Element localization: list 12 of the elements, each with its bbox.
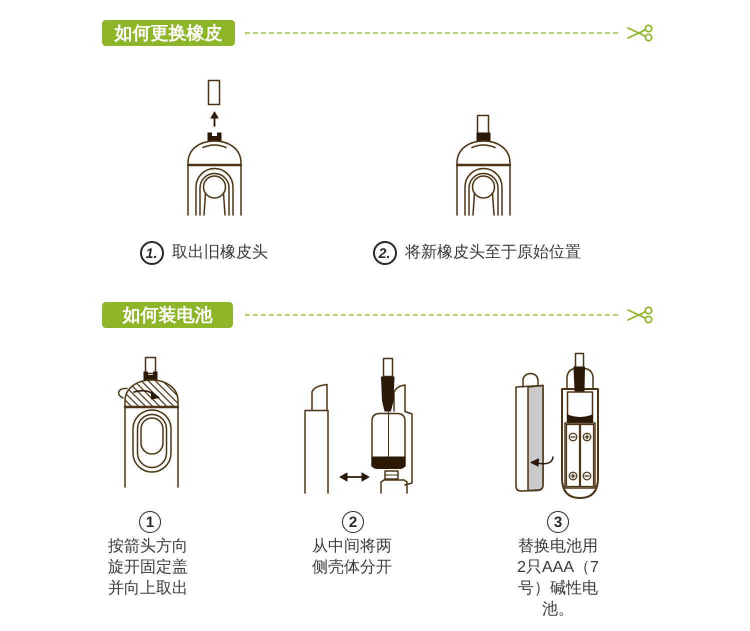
step-instruction: 替换电池用2只AAA（7号）碱性电池。 xyxy=(516,536,600,620)
step-number: 2 xyxy=(342,511,364,533)
step-number: 1 xyxy=(139,511,161,533)
section-header: 如何更换橡皮 xyxy=(102,20,235,46)
step-instruction: 从中间将两侧壳体分开 xyxy=(311,536,393,578)
step-instruction: 将新橡皮头至于原始位置 xyxy=(405,244,581,262)
step-number: 3 xyxy=(547,511,569,533)
section-header: 如何装电池 xyxy=(102,302,233,328)
step-number: 1. xyxy=(140,241,164,265)
step-instruction: 按箭头方向旋开固定盖并向上取出 xyxy=(107,536,189,599)
step-instruction: 取出旧橡皮头 xyxy=(172,244,268,262)
step-number: 2. xyxy=(373,241,397,265)
